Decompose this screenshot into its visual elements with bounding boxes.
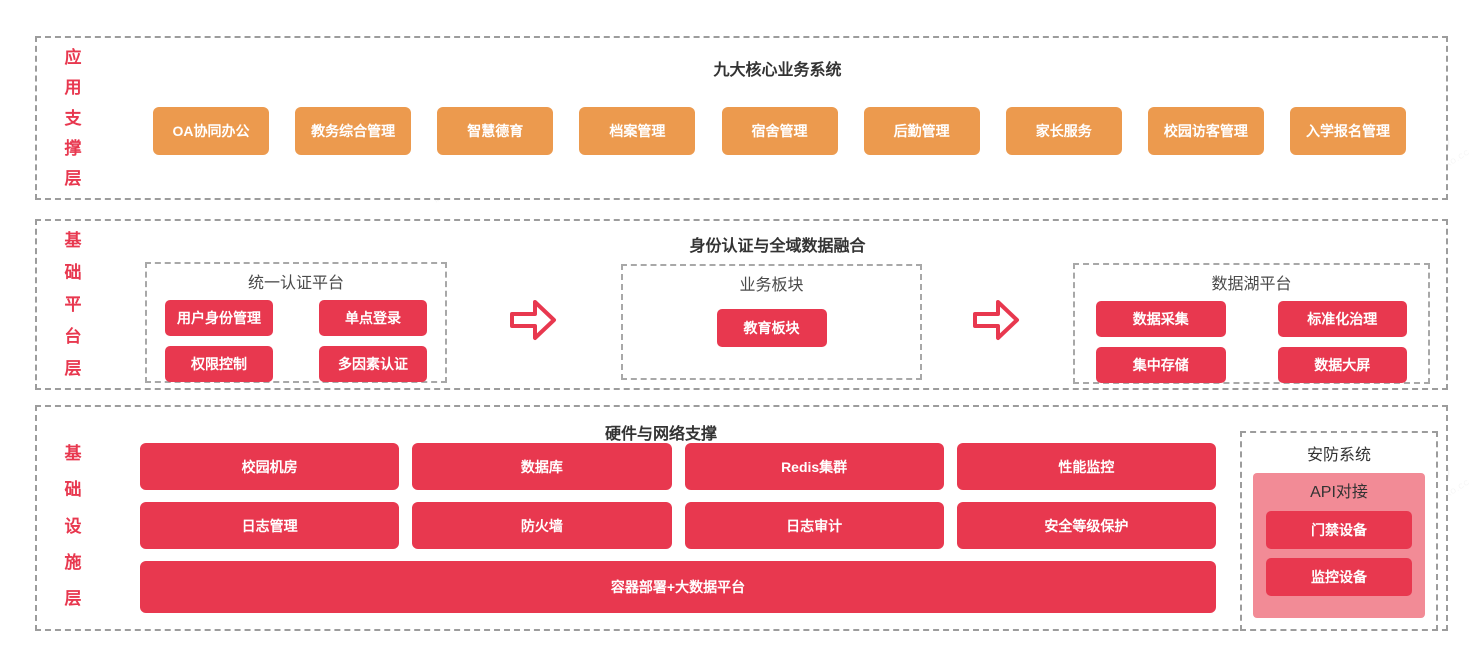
infra-layer-title: 硬件与网络支撑 xyxy=(604,426,717,443)
node-standard-governance: 标准化治理 xyxy=(1277,301,1407,337)
api-connection-panel: API对接 门禁设备 监控设备 xyxy=(1253,473,1425,618)
app-layer-title: 九大核心业务系统 xyxy=(713,62,842,79)
node-data-collection: 数据采集 xyxy=(1096,301,1226,337)
security-group-title: 安防系统 xyxy=(1306,447,1371,464)
node-parent-service: 家长服务 xyxy=(1005,107,1122,155)
node-academic-mgmt: 教务综合管理 xyxy=(295,107,412,155)
node-education-section: 教育板块 xyxy=(716,309,827,347)
layer-label-infrastructure: 基 础 设 施 层 xyxy=(64,444,82,608)
node-single-sign-on: 单点登录 xyxy=(319,300,427,336)
node-dorm-mgmt: 宿舍管理 xyxy=(721,107,838,155)
node-oa-office: OA协同办公 xyxy=(153,107,269,155)
auth-group-grid: 用户身份管理 单点登录 权限控制 多因素认证 xyxy=(147,293,445,382)
node-monitoring-device: 监控设备 xyxy=(1266,558,1412,596)
datalake-group-title: 数据湖平台 xyxy=(1211,276,1292,293)
node-data-dashboard: 数据大屏 xyxy=(1277,347,1407,383)
node-performance-monitor: 性能监控 xyxy=(956,443,1216,490)
node-archive-mgmt: 档案管理 xyxy=(579,107,696,155)
node-multi-factor-auth: 多因素认证 xyxy=(319,346,427,382)
api-panel-title: API对接 xyxy=(1310,484,1368,501)
business-group-title: 业务板块 xyxy=(739,277,804,294)
node-logistics-mgmt: 后勤管理 xyxy=(863,107,980,155)
infrastructure-layer: 基 础 设 施 层 硬件与网络支撑 校园机房 数据库 Redis集群 性能监控 … xyxy=(35,405,1448,631)
layer-label-application-support: 应 用 支 撑 层 xyxy=(64,48,82,188)
node-smart-moral-edu: 智慧德育 xyxy=(437,107,554,155)
flow-arrow-icon xyxy=(510,300,556,340)
node-access-control-device: 门禁设备 xyxy=(1266,511,1412,549)
unified-auth-platform-group: 统一认证平台 用户身份管理 单点登录 权限控制 多因素认证 xyxy=(145,262,447,383)
layer-label-basic-platform: 基 础 平 台 层 xyxy=(64,231,82,378)
datalake-group-grid: 数据采集 标准化治理 集中存储 数据大屏 xyxy=(1075,294,1428,383)
node-security-level-protection: 安全等级保护 xyxy=(956,502,1216,549)
basic-platform-layer: 基 础 平 台 层 身份认证与全域数据融合 统一认证平台 用户身份管理 单点登录… xyxy=(35,219,1448,390)
data-lake-platform-group: 数据湖平台 数据采集 标准化治理 集中存储 数据大屏 xyxy=(1073,263,1430,384)
flow-arrow-icon xyxy=(973,300,1019,340)
node-log-management: 日志管理 xyxy=(140,502,400,549)
application-support-layer: 应 用 支 撑 层 九大核心业务系统 OA协同办公 教务综合管理 智慧德育 档案… xyxy=(35,36,1448,200)
auth-group-title: 统一认证平台 xyxy=(247,275,344,292)
business-section-group: 业务板块 教育板块 xyxy=(621,264,922,380)
node-firewall: 防火墙 xyxy=(412,502,672,549)
hardware-network-grid: 校园机房 数据库 Redis集群 性能监控 日志管理 防火墙 日志审计 安全等级… xyxy=(140,443,1216,613)
node-user-identity-mgmt: 用户身份管理 xyxy=(165,300,273,336)
node-visitor-mgmt: 校园访客管理 xyxy=(1147,107,1264,155)
node-campus-server-room: 校园机房 xyxy=(140,443,400,490)
node-database: 数据库 xyxy=(412,443,672,490)
node-permission-control: 权限控制 xyxy=(165,346,273,382)
core-systems-row: OA协同办公 教务综合管理 智慧德育 档案管理 宿舍管理 后勤管理 家长服务 校… xyxy=(153,107,1406,155)
node-enrollment-mgmt: 入学报名管理 xyxy=(1290,107,1406,155)
node-log-audit: 日志审计 xyxy=(684,502,944,549)
security-system-group: 安防系统 API对接 门禁设备 监控设备 xyxy=(1240,431,1438,631)
platform-layer-title: 身份认证与全域数据融合 xyxy=(689,238,866,255)
node-redis-cluster: Redis集群 xyxy=(684,443,944,490)
node-central-storage: 集中存储 xyxy=(1096,347,1226,383)
node-container-bigdata-platform: 容器部署+大数据平台 xyxy=(140,561,1216,613)
